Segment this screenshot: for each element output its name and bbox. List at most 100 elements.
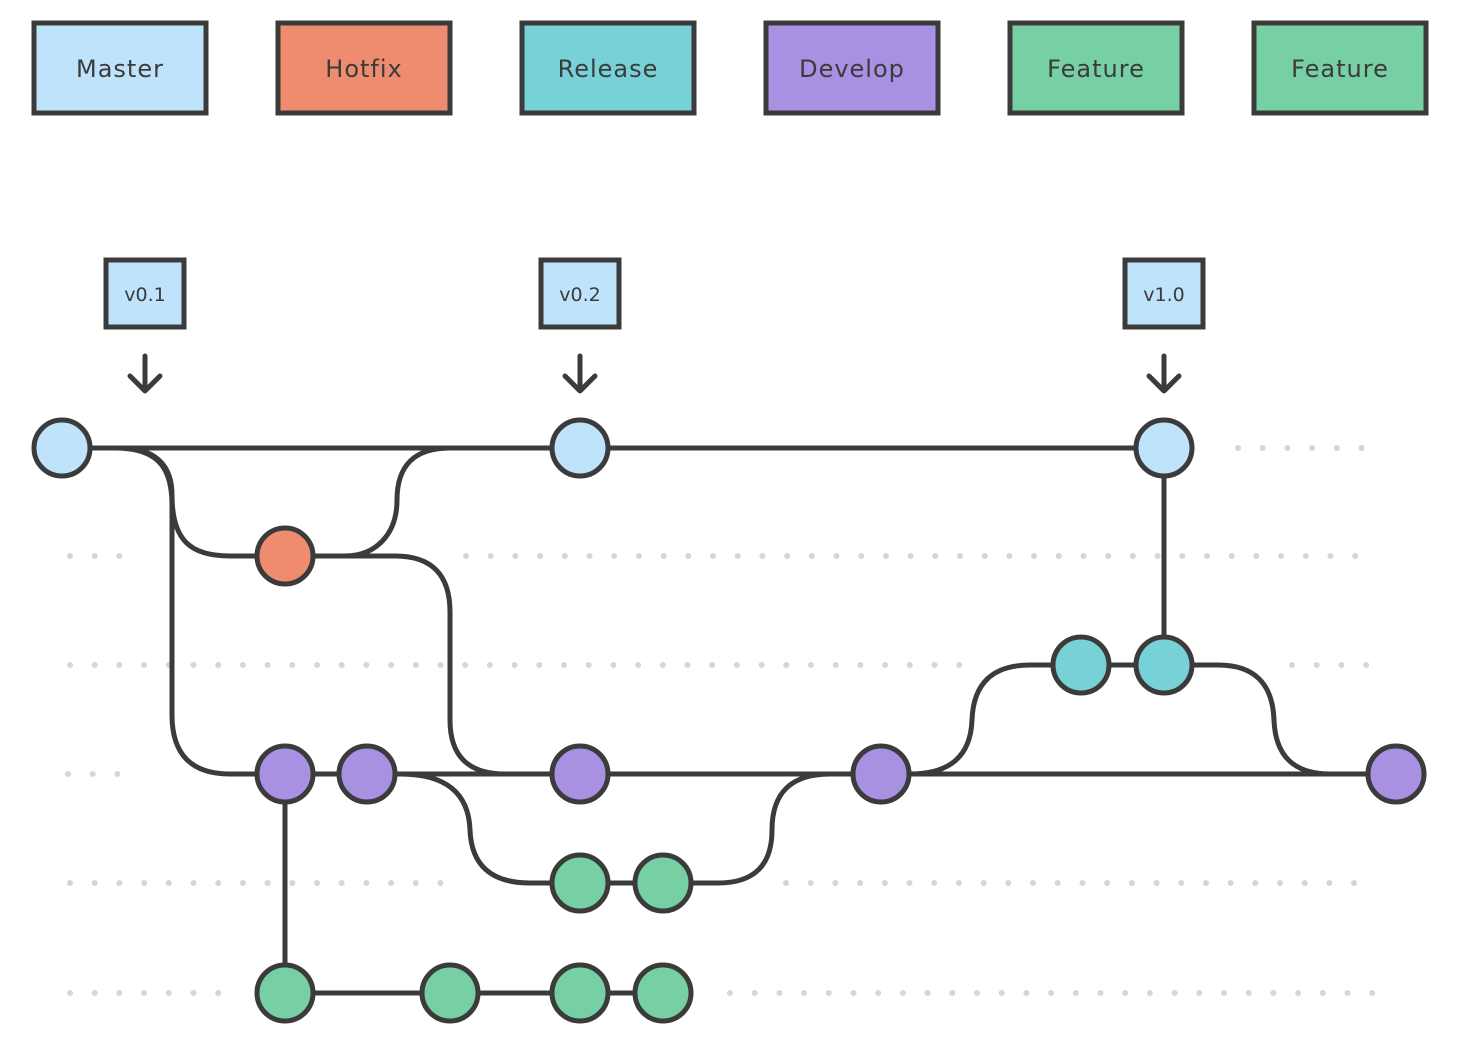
lane-guide-dot	[1259, 445, 1266, 451]
lane-guide-dot	[338, 880, 345, 886]
lane-guide-dot	[67, 553, 73, 559]
lane-guide-dot	[1048, 990, 1055, 996]
lane-guide-dot	[734, 553, 741, 559]
lane-guide-dot	[1235, 445, 1241, 451]
lane-guide-dot	[190, 880, 197, 886]
lane-guide-dot	[1302, 553, 1309, 559]
lane-guide-dot	[684, 662, 691, 668]
lane-guide-dot	[1178, 880, 1185, 886]
lane-guide-dot	[907, 553, 914, 559]
lane-guide-dot	[832, 662, 839, 668]
legend-master-box	[31, 20, 209, 116]
branch-edges	[62, 445, 1396, 996]
lane-guide-dot	[512, 553, 519, 559]
lane-guide-dot	[1319, 990, 1326, 996]
lane-guide-dot	[801, 990, 808, 996]
lane-guide-dot	[1270, 990, 1277, 996]
lane-guide-dot	[116, 880, 123, 886]
lane-guide-dot	[586, 553, 593, 559]
edge-hotfix-to-develop	[285, 553, 506, 777]
legend: Master Hotfix Release Develop Feature Fe…	[31, 20, 1429, 116]
lane-guide-dot	[1006, 553, 1013, 559]
lane-guide-dot	[1146, 990, 1153, 996]
lane-guide-dot	[561, 662, 567, 668]
lane-guide-dot	[141, 990, 148, 996]
lane-guide-dot	[1277, 880, 1283, 886]
edge-feature-a-to-develop	[663, 771, 831, 886]
legend-feature-2-box	[1251, 20, 1429, 116]
lane-guide-dot	[808, 662, 814, 668]
lane-guide-dot	[190, 990, 197, 996]
legend-master: Master	[31, 20, 209, 116]
lane-guide-dot	[1031, 553, 1038, 559]
lane-guide-dot	[1104, 880, 1111, 886]
lane-guide-dot	[165, 880, 172, 886]
commit-d5	[1365, 743, 1427, 805]
lane-guide-dot	[1154, 553, 1161, 559]
lane-guide-dot	[1122, 990, 1129, 996]
commit-fb3	[549, 962, 611, 1024]
lane-guide-dot	[141, 662, 148, 668]
lane-guide-dot	[751, 990, 758, 996]
lane-guide-dot	[949, 990, 956, 996]
lane-guide-dot	[289, 662, 296, 668]
lane-guide-dot	[1278, 553, 1285, 559]
lane-guide-dot	[487, 553, 494, 559]
lane-guide-dot	[1301, 880, 1308, 886]
lane-guide-dot	[685, 553, 692, 559]
lane-guide-dot	[1072, 990, 1079, 996]
legend-hotfix: Hotfix	[275, 20, 453, 116]
lane-guide-dot	[1228, 553, 1235, 559]
lane-guide-dot	[1333, 445, 1340, 451]
lane-guide-dot	[91, 880, 98, 886]
lane-guide-dot	[1327, 553, 1334, 559]
legend-develop-label: Develop	[799, 55, 905, 83]
commit-fa1	[549, 852, 611, 914]
lane-guide-dot	[783, 662, 790, 668]
lane-guide-dot	[659, 662, 666, 668]
lane-guide-dot	[807, 880, 814, 886]
lane-guide-dot	[931, 880, 938, 886]
lane-guide-dot	[1202, 880, 1209, 886]
lane-guide-dot	[833, 553, 840, 559]
lane-guide-dot	[412, 662, 419, 668]
lane-guide-dot	[776, 990, 783, 996]
tag-v0-1-label: v0.1	[124, 284, 165, 306]
lane-guide-dot	[239, 662, 246, 668]
lane-guides	[65, 445, 1376, 996]
commit-m1	[31, 417, 93, 479]
legend-feature-1-label: Feature	[1047, 55, 1145, 83]
lane-guide-dot	[974, 990, 980, 996]
commit-r2	[1133, 634, 1195, 696]
commit-d1	[254, 743, 316, 805]
tag-v0-1-arrow-icon	[127, 353, 163, 394]
commit-m2	[549, 417, 611, 479]
edge-develop-to-feature-a	[399, 771, 663, 886]
lane-guide-dot	[264, 880, 271, 886]
commit-fb4	[632, 962, 694, 1024]
tag-v1-0: v1.0	[1122, 257, 1206, 394]
lane-guide-dot	[1128, 880, 1135, 886]
lane-guide-dot	[1227, 880, 1234, 886]
legend-hotfix-box	[275, 20, 453, 116]
lane-guide-dot	[67, 990, 73, 996]
lane-guide-dot	[363, 662, 370, 668]
lane-guide-dot	[727, 990, 733, 996]
tag-v0-1: v0.1	[103, 257, 187, 394]
lane-guide-dot	[875, 990, 882, 996]
tag-v0-2-arrow-icon	[562, 353, 598, 394]
lane-guide-dot	[91, 990, 98, 996]
lane-guide-dot	[881, 880, 888, 886]
lane-guide-dot	[314, 880, 320, 886]
lane-guide-dot	[1023, 990, 1030, 996]
legend-develop: Develop	[763, 20, 941, 116]
lane-guide-dot	[1179, 553, 1186, 559]
lane-guide-dot	[733, 662, 740, 668]
lane-guide-dot	[1054, 880, 1061, 886]
lane-guide-dot	[1284, 445, 1291, 451]
lane-guide-dot	[981, 553, 988, 559]
legend-feature-1-box	[1007, 20, 1185, 116]
legend-develop-box	[763, 20, 941, 116]
commit-h1	[254, 525, 316, 587]
lane-guide-dot	[710, 553, 716, 559]
